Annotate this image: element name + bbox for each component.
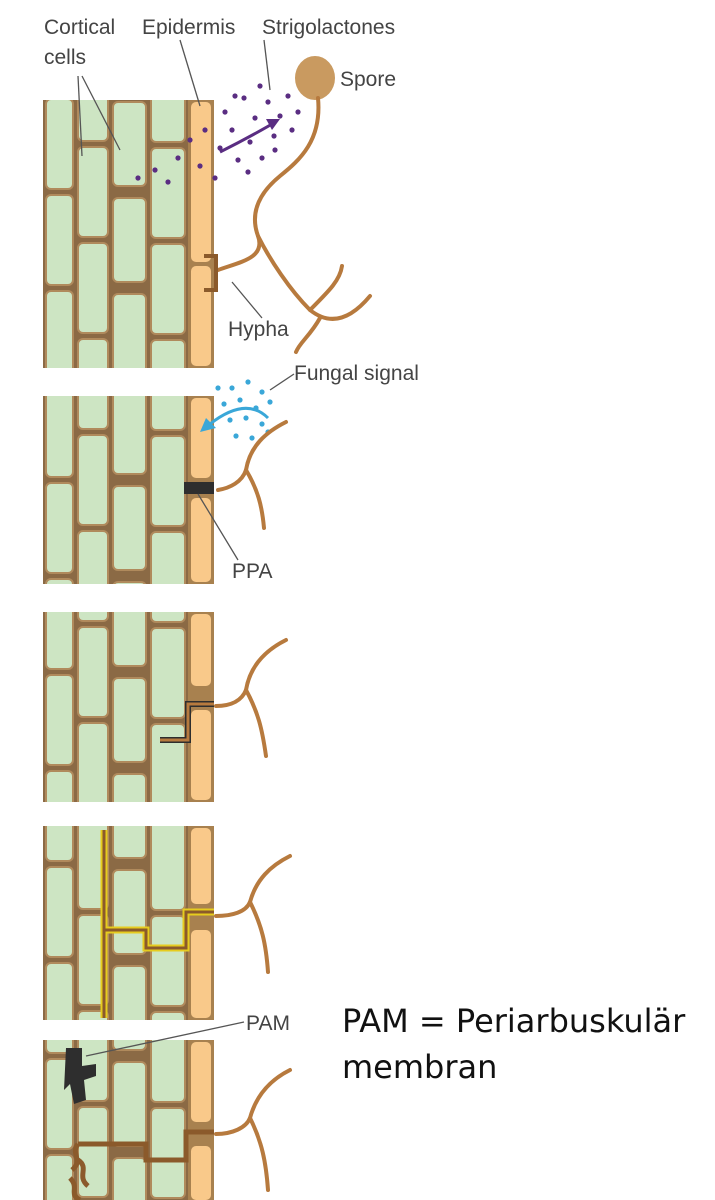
label-strigolactones: Strigolactones <box>262 16 395 39</box>
intracellular-hypha <box>102 830 214 1018</box>
hypha-branch <box>294 316 322 354</box>
leader-cortical <box>81 75 121 151</box>
cortex-tissue <box>43 612 188 802</box>
epidermis-cell <box>191 398 211 478</box>
label-ppa: PPA <box>232 560 272 583</box>
leader-epidermis <box>179 39 201 107</box>
hypha-branch <box>244 468 266 530</box>
label-cortical-cells: Cortical <box>44 16 115 39</box>
intracellular-hypha <box>78 1129 214 1163</box>
pam-structure <box>64 1048 96 1104</box>
fungal-signal-arrow <box>209 406 270 426</box>
epidermis-cell <box>191 614 211 686</box>
hypha-branch <box>308 264 344 312</box>
strigolactone-dots <box>135 83 301 185</box>
leader-strigolactones <box>263 39 271 91</box>
epidermis-cell <box>191 498 211 582</box>
hypha-branch <box>244 688 268 758</box>
label-fungal-signal: Fungal signal <box>294 362 419 385</box>
caption-line-2: membran <box>342 1048 498 1086</box>
panel-1-spore-germination: Cortical cells Epidermis Strigolactones … <box>43 16 396 368</box>
caption-line-1: PAM = Periarbuskulär <box>342 1002 686 1040</box>
hypha-penetration <box>160 702 214 742</box>
epidermis-cell <box>191 710 211 800</box>
fungal-signal-dots <box>215 379 273 441</box>
caption: PAM = Periarbuskulär membran <box>342 998 685 1090</box>
cortex-tissue <box>43 1040 188 1200</box>
fungal-signal-arrowhead <box>200 418 216 432</box>
epidermis-cell <box>191 1042 211 1122</box>
hypha <box>216 96 321 272</box>
panel-3-ppa-penetration <box>43 612 288 802</box>
label-cortical-cells-2: cells <box>44 46 86 69</box>
arbuscule <box>68 1142 90 1200</box>
epidermis-cell <box>191 102 211 262</box>
label-epidermis: Epidermis <box>142 16 235 39</box>
label-pam: PAM <box>246 1012 290 1035</box>
panel-2-fungal-signal: Fungal signal PPA <box>43 362 419 584</box>
epidermis-cell <box>191 930 211 1018</box>
leader-pam <box>85 1021 245 1057</box>
hypha-branch <box>248 1116 270 1192</box>
panel-5-arbuscule: PAM <box>43 1012 292 1200</box>
leader-fungal-signal <box>269 373 295 391</box>
spore <box>295 56 335 100</box>
hypha-branch <box>248 900 270 974</box>
label-spore: Spore <box>340 68 396 91</box>
cortex-tissue <box>43 826 188 1020</box>
ppa-structure <box>184 482 214 494</box>
leader-ppa <box>197 493 239 561</box>
hyphopodium <box>204 254 218 292</box>
leader-hypha <box>231 281 263 319</box>
epidermis-cell <box>191 828 211 904</box>
epidermis-cell <box>191 1146 211 1200</box>
strigolactone-arrowhead <box>266 119 280 130</box>
strigolactone-arrow <box>219 122 273 154</box>
cortex-tissue <box>43 100 188 368</box>
panel-4-cortex-colonization <box>43 826 292 1020</box>
cortex-tissue <box>43 396 188 584</box>
label-hypha: Hypha <box>228 318 289 341</box>
epidermis-cell <box>191 266 211 366</box>
leader-cortical <box>77 75 83 157</box>
